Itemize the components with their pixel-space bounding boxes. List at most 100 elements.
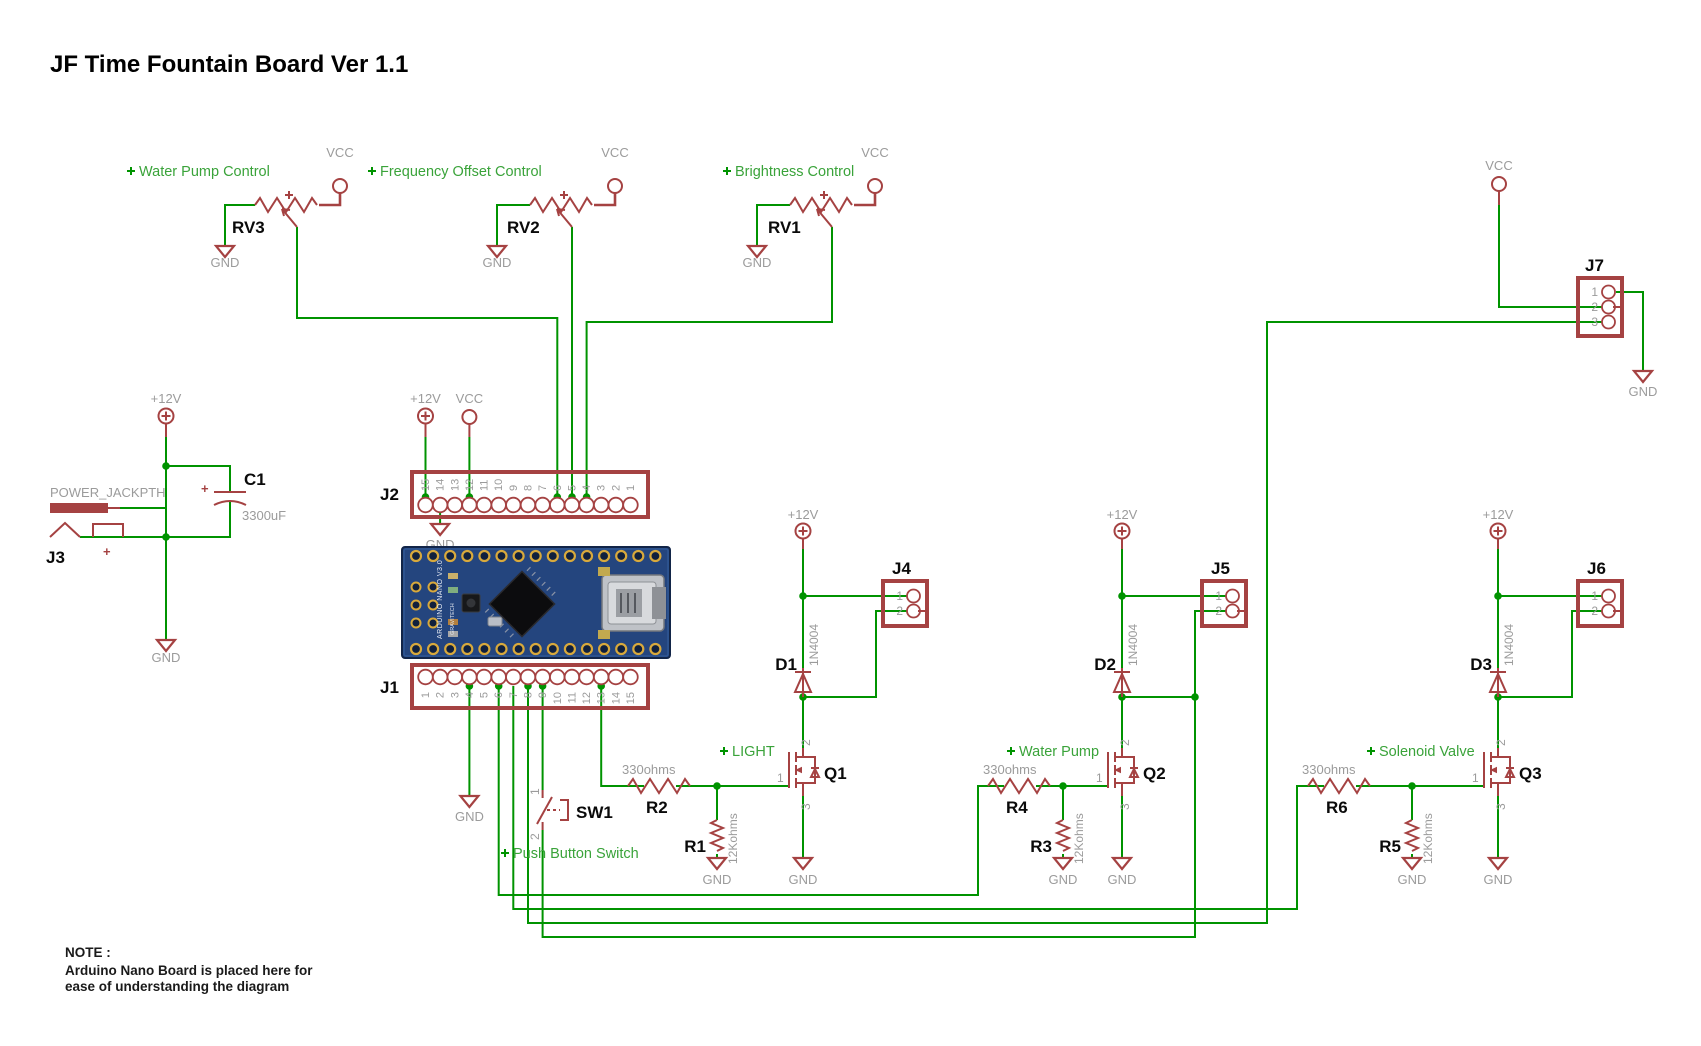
diode-ref: D2 [1094, 655, 1116, 674]
mosfet-symbol [1483, 747, 1515, 797]
connector-box [1200, 579, 1248, 628]
board-pad [409, 642, 423, 656]
mosfet-pin-source: 3 [1118, 803, 1132, 810]
gnd-label: GND [211, 255, 240, 270]
vcc-symbol [867, 178, 883, 194]
pin-number: 9 [508, 485, 520, 491]
wires [80, 204, 1644, 938]
led-indicator [448, 587, 458, 593]
note-line-2: Arduino Nano Board is placed here for [65, 963, 313, 978]
board-pad [495, 642, 508, 656]
mosfet-ref: Q1 [824, 764, 847, 783]
resistor-symbol [710, 819, 724, 852]
jack-sleeve-bar [50, 503, 108, 513]
crystal [487, 616, 503, 627]
board-pad [598, 642, 611, 656]
diode-symbol [794, 667, 812, 698]
diode-value: 1N4004 [1502, 624, 1516, 666]
note-line-1: NOTE : [65, 945, 111, 960]
potentiometer-symbol [790, 191, 875, 227]
potentiometer-symbol [255, 191, 340, 227]
pin-circle [475, 496, 493, 514]
pot-ref: RV3 [232, 218, 265, 237]
board-pad [563, 642, 576, 656]
vcc-label: VCC [861, 145, 888, 160]
vcc-symbol [461, 409, 478, 425]
board-pad [529, 549, 542, 563]
mosfet-symbol [1107, 747, 1139, 797]
gnd-symbol [1487, 856, 1509, 871]
pin-number: 5 [479, 692, 491, 698]
pin-circle [563, 496, 581, 514]
pot-rv1: Brightness Control VCC GND RV1 [723, 145, 889, 270]
gnd-symbol [1052, 856, 1074, 871]
connector-pin-label: 2 [896, 604, 903, 618]
pot-function-label: Water Pump Control [139, 164, 270, 180]
connector-pin-label: 2 [1591, 300, 1598, 314]
pin-circle [622, 668, 639, 686]
pot-function-label: Brightness Control [735, 164, 854, 180]
vcc-symbol [607, 178, 623, 194]
resistor-value: 12Kohms [1421, 813, 1435, 864]
pin-number: 6 [493, 692, 505, 698]
mosfet-pin-drain: 2 [799, 739, 813, 746]
pot-rv2: Frequency Offset Control VCC GND RV2 [368, 145, 629, 270]
pin-circle [490, 668, 507, 686]
note-block: NOTE : Arduino Nano Board is placed here… [65, 945, 313, 994]
board-pad [529, 642, 542, 656]
mosfet-symbol [788, 747, 820, 797]
resistor-value: 330ohms [983, 762, 1037, 777]
mosfet-pin-gate: 1 [777, 771, 784, 785]
resistor-value: 330ohms [622, 762, 676, 777]
mosfet-pin-gate: 1 [1472, 771, 1479, 785]
board-pad [478, 642, 491, 656]
pin-circle [461, 496, 478, 514]
pin-circle [622, 496, 639, 514]
gnd-label: GND [483, 255, 512, 270]
plus12v-symbol [157, 407, 175, 425]
resistor-symbol [1307, 778, 1371, 794]
board-pad [632, 549, 645, 563]
pin-number: 9 [537, 692, 549, 698]
diode-value: 1N4004 [1126, 624, 1140, 666]
resistor-ref: R4 [1006, 798, 1028, 817]
connector-pin-label: 1 [1591, 285, 1598, 299]
icsp-pads [410, 581, 439, 629]
mosfet-pin-gate: 1 [1096, 771, 1103, 785]
plus12v-symbol [1489, 522, 1507, 540]
switch-pin-1: 1 [528, 788, 542, 795]
board-pad [615, 642, 628, 656]
plus12v-label: +12V [1107, 507, 1138, 522]
pot-ref: RV1 [768, 218, 801, 237]
arduino-silkscreen-name: ARDUINO NANO V3.0 [437, 560, 444, 639]
board-pad [615, 549, 628, 563]
plus12v-label: +12V [788, 507, 819, 522]
page-title: JF Time Fountain Board Ver 1.1 [50, 51, 408, 78]
pin-circle [607, 496, 625, 514]
pin-number: 2 [610, 485, 622, 491]
gnd-label: GND [1049, 872, 1078, 887]
gnd-symbol [792, 856, 814, 871]
board-pad [461, 549, 474, 563]
power-input-section: +12V POWER_JACKPTH + J3 GND + C1 3300uF [46, 391, 286, 665]
resistor-ref: R6 [1326, 798, 1348, 817]
pin-number: 14 [435, 479, 447, 491]
connector-pin-label: 2 [1591, 604, 1598, 618]
connector-box [410, 470, 650, 519]
pin-circle [592, 668, 610, 686]
resistor-value: 330ohms [1302, 762, 1356, 777]
resistor-symbol [1056, 819, 1070, 852]
mosfet-pin-source: 3 [799, 803, 813, 810]
jack-tip-contact [49, 521, 81, 538]
pin-circle [534, 668, 551, 686]
driver-section-solenoid: +12V D3 1N4004 Q3 2 1 3 Solenoid Valve 3… [1302, 507, 1624, 887]
pot-ref: RV2 [507, 218, 540, 237]
load-label: Solenoid Valve [1379, 744, 1475, 760]
gnd-label: GND [1629, 384, 1658, 399]
connector-pin-label: 1 [1591, 589, 1598, 603]
pin-number: 12 [464, 479, 476, 491]
led-indicator [448, 631, 458, 637]
diode-symbol [1113, 667, 1131, 698]
